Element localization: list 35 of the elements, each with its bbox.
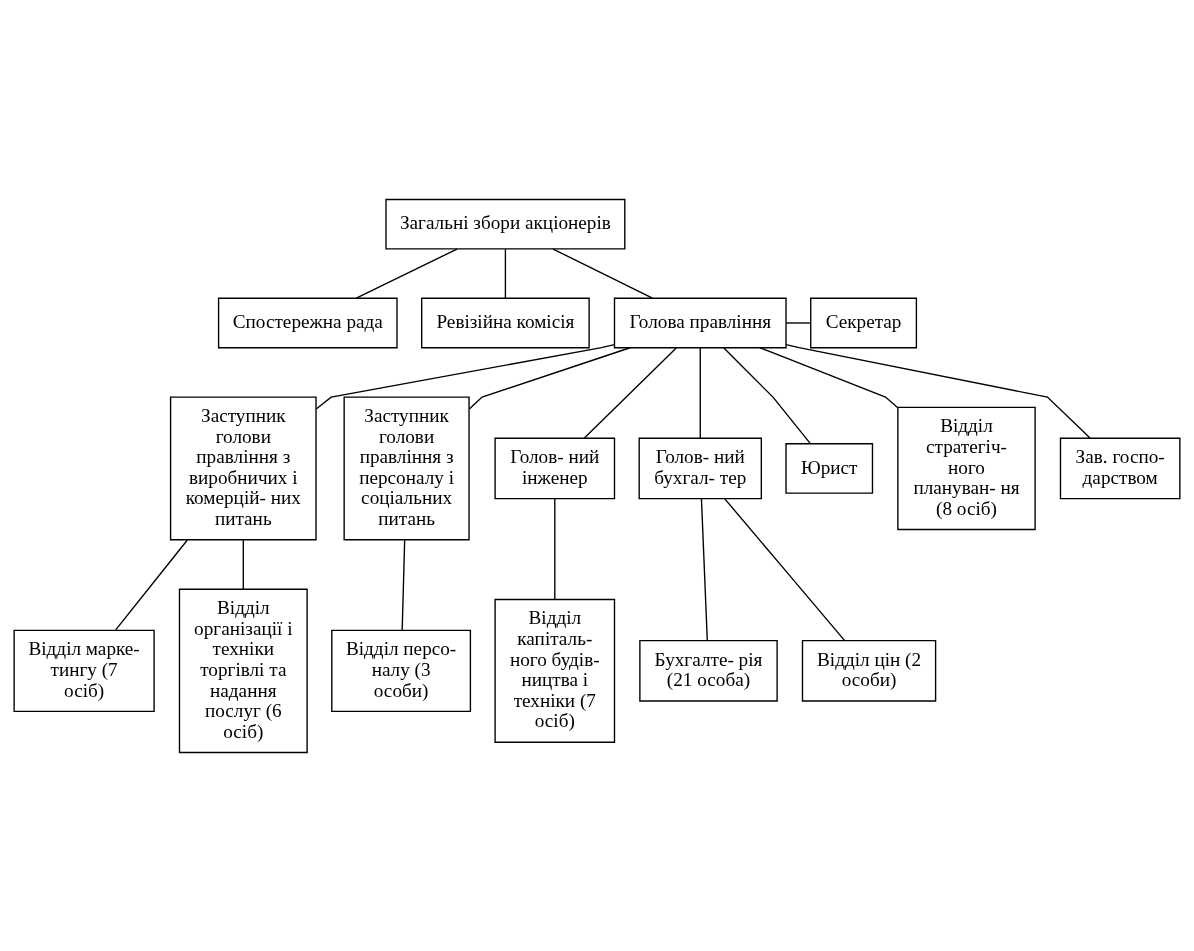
node-box: Голов- ний інженер [494, 437, 616, 499]
node-box: Голов- ний бухгал- тер [638, 437, 762, 499]
connector [583, 346, 677, 439]
node-box: Юрист [785, 442, 874, 494]
connector [552, 247, 654, 299]
node-box: Спостережна рада [217, 297, 398, 348]
node-box: Відділ марке- тингу (7 осіб) [13, 629, 155, 712]
node-box: Відділ капіталь- ного будів- ництва і техніки (7 осіб) [494, 598, 616, 743]
connector [724, 497, 846, 641]
node-box: Відділ стратегіч- ного плануван- ня (8 осіб) [897, 406, 1036, 530]
connector [115, 539, 188, 631]
connector [699, 346, 701, 439]
connector [759, 346, 899, 408]
connector [401, 539, 406, 631]
connector [785, 321, 812, 324]
connector [700, 497, 708, 641]
node-box: Секретар [810, 297, 918, 348]
connector [468, 346, 631, 409]
connector [504, 248, 507, 299]
connector [315, 343, 616, 410]
node-box: Відділ організації і техніки торгівлі та надання послуг (6 осіб) [178, 588, 308, 753]
connector [785, 343, 1091, 439]
connector [554, 497, 556, 600]
connector [723, 346, 811, 444]
node-box: Голова правління [613, 297, 787, 348]
node-box: Зав. госпо- дарством [1059, 437, 1181, 499]
node-box: Заступник голови правління з персоналу і соціальних питань [343, 395, 470, 540]
node-box: Ревізійна комісія [421, 297, 590, 348]
node-box: Бухгалте- рія (21 особа) [639, 639, 778, 702]
connector [355, 247, 458, 299]
node-box: Заступник голови правління з виробничих і комерцій- них питань [169, 395, 317, 540]
node-box: Відділ цін (2 особи) [801, 639, 937, 702]
connector [242, 539, 244, 590]
node-box: Загальні збори акціонерів [385, 198, 626, 250]
node-box: Відділ персо- налу (3 особи) [331, 629, 472, 712]
